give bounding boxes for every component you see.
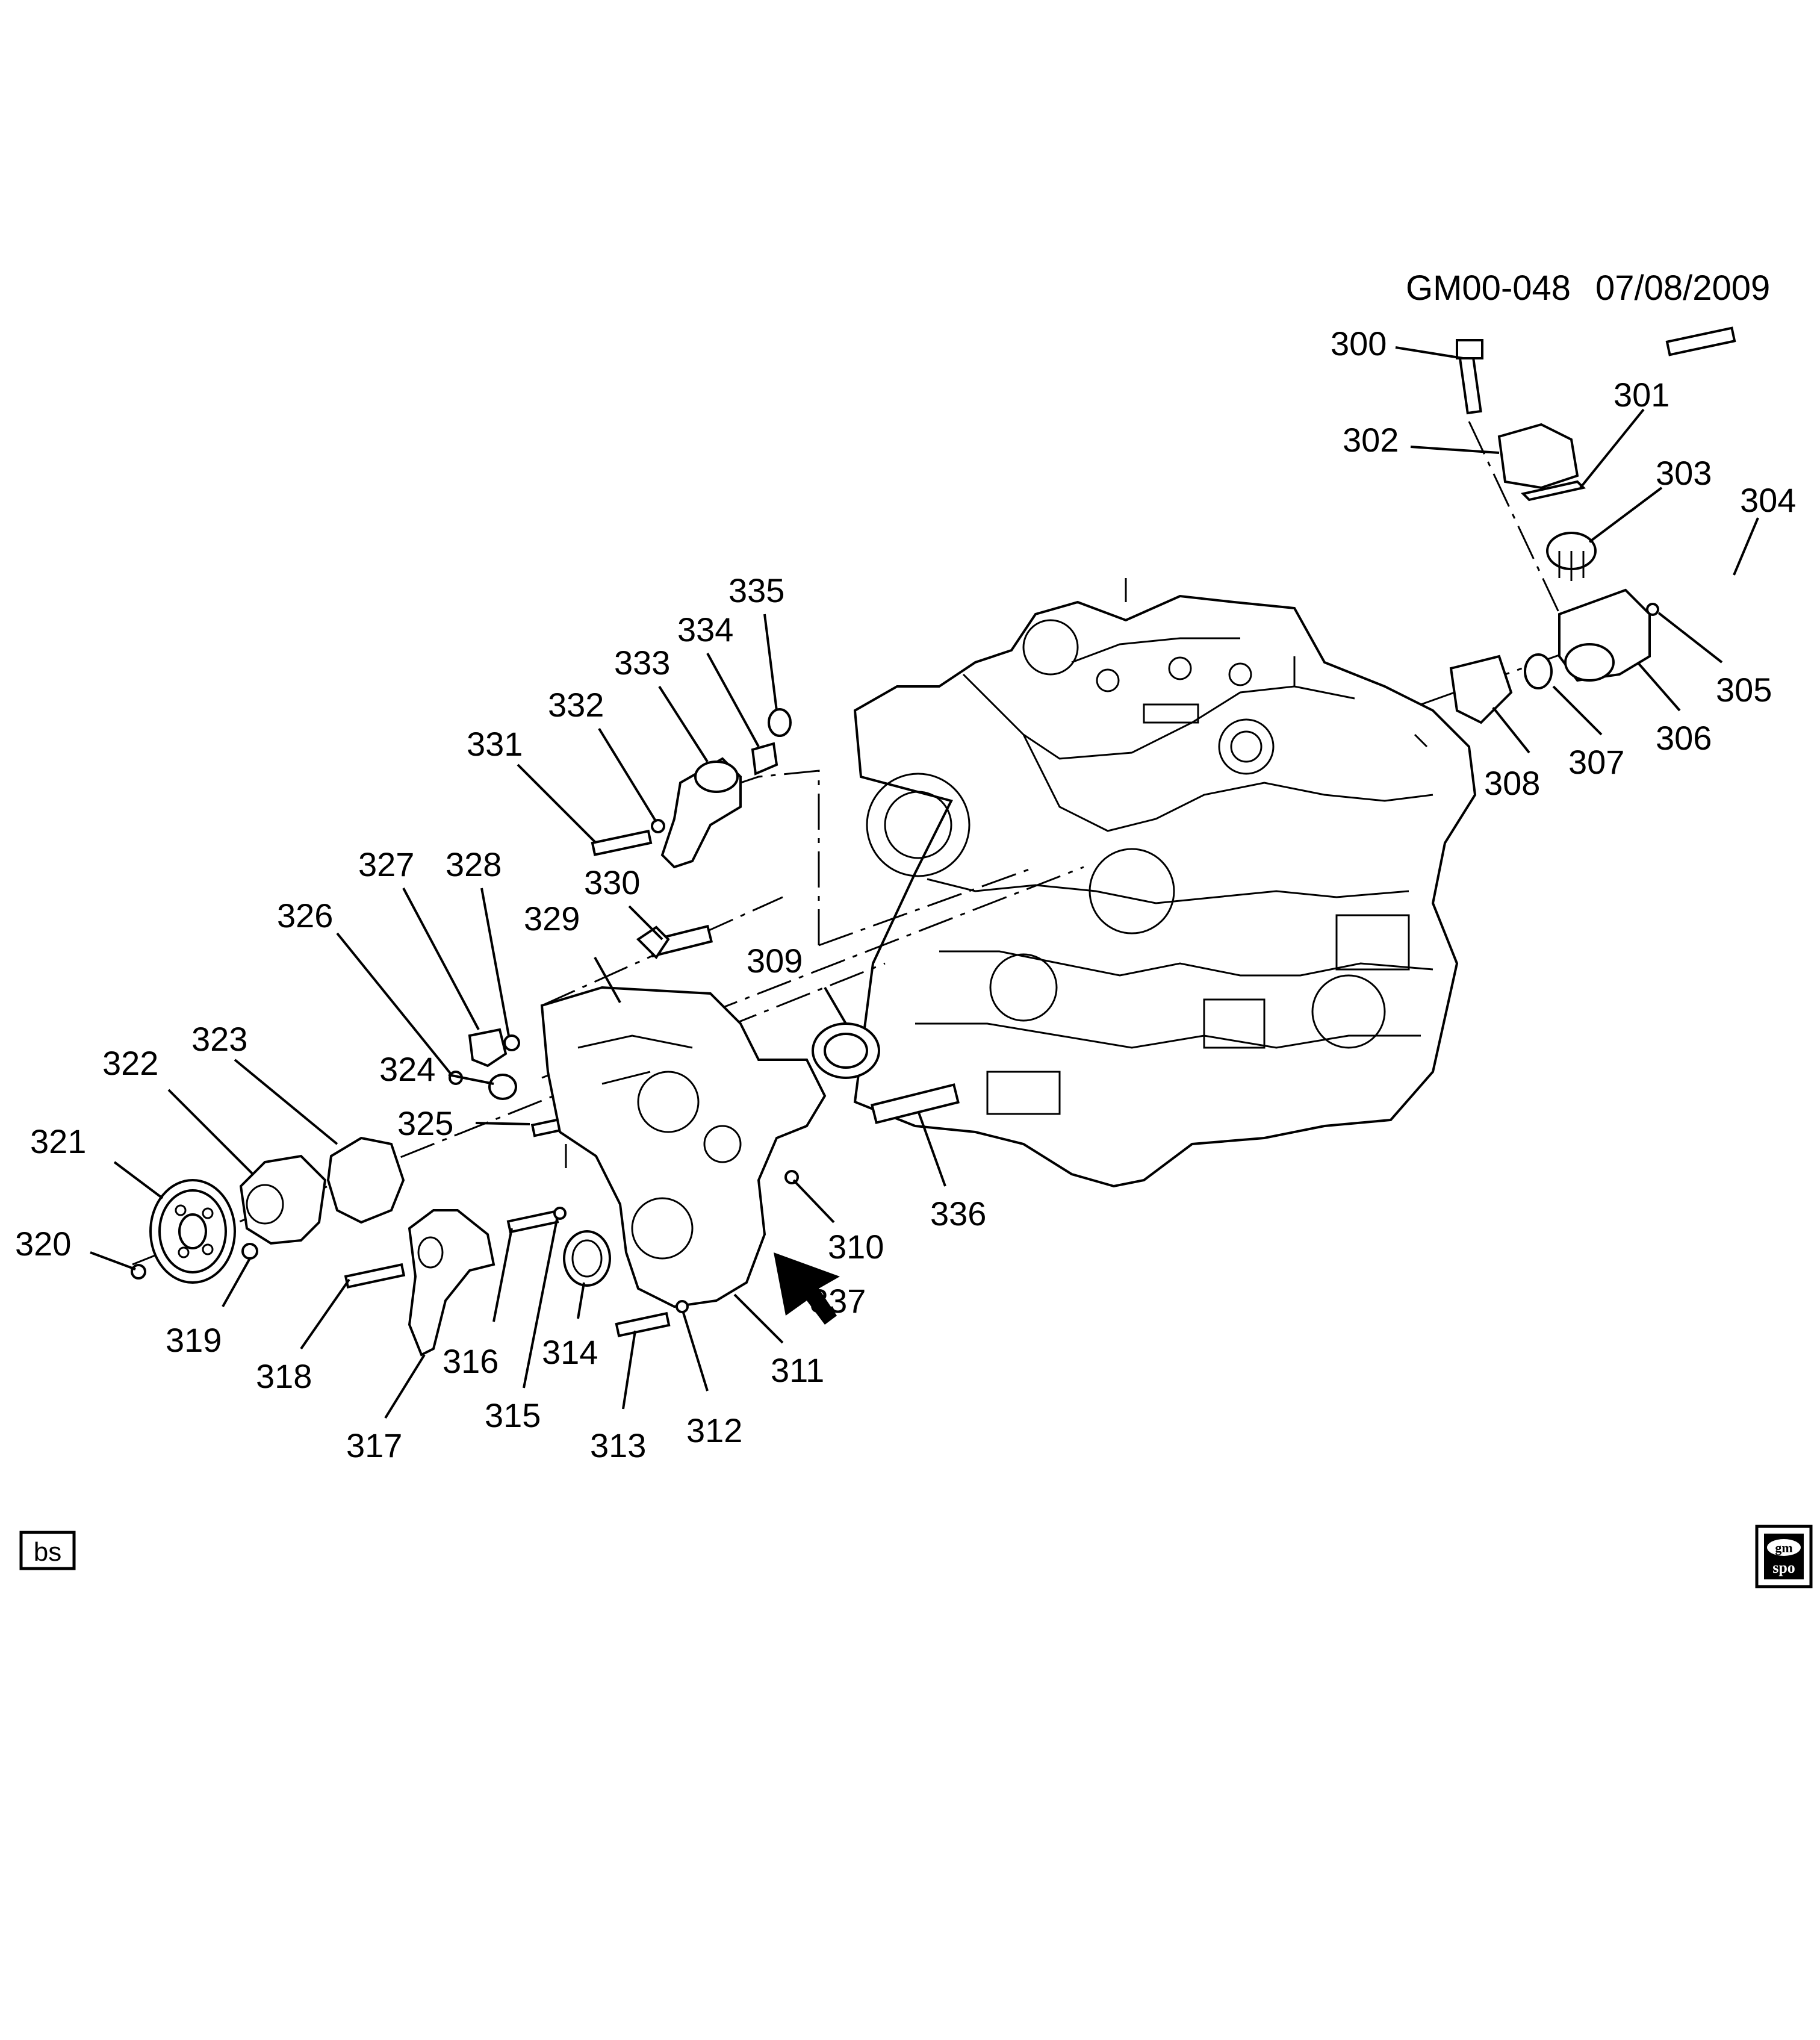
callout-335: 335 xyxy=(728,571,784,609)
thermostat-housing-group xyxy=(1449,326,1736,724)
callout-312: 312 xyxy=(686,1411,742,1449)
callout-336: 336 xyxy=(930,1195,986,1233)
callout-328: 328 xyxy=(446,845,502,883)
callout-320: 320 xyxy=(15,1225,71,1263)
callout-306: 306 xyxy=(1656,719,1712,757)
callout-324: 324 xyxy=(379,1050,435,1088)
diagram-date: 07/08/2009 xyxy=(1595,269,1770,308)
callout-313: 313 xyxy=(590,1426,646,1464)
callout-300: 300 xyxy=(1331,325,1387,362)
callout-326: 326 xyxy=(277,897,333,934)
callout-319: 319 xyxy=(166,1321,222,1359)
callout-304: 304 xyxy=(1740,481,1796,519)
callout-331: 331 xyxy=(467,725,523,763)
callout-303: 303 xyxy=(1656,454,1712,492)
callout-327: 327 xyxy=(358,845,414,883)
gm-spo-logo: gm spo xyxy=(1755,1525,1813,1588)
bs-badge: bs xyxy=(19,1531,76,1570)
callout-307: 307 xyxy=(1568,743,1624,781)
diagram-id: GM00-048 xyxy=(1406,269,1571,308)
callout-325: 325 xyxy=(397,1104,453,1142)
callout-318: 318 xyxy=(256,1357,312,1395)
callout-317: 317 xyxy=(346,1426,402,1464)
callout-323: 323 xyxy=(191,1020,247,1058)
engine-assembly xyxy=(853,578,1477,1188)
callout-337: 337 xyxy=(810,1282,866,1320)
callout-314: 314 xyxy=(542,1333,598,1371)
callout-321: 321 xyxy=(30,1122,86,1160)
callout-301: 301 xyxy=(1613,376,1669,414)
direction-arrow-icon xyxy=(774,1252,840,1325)
callout-334: 334 xyxy=(677,611,733,648)
logo-spo-text: spo xyxy=(1772,1559,1795,1576)
callout-332: 332 xyxy=(548,686,604,724)
callout-329: 329 xyxy=(524,900,580,938)
callout-309: 309 xyxy=(747,942,803,980)
leader-lines xyxy=(90,346,1759,1419)
callout-333: 333 xyxy=(614,644,670,682)
callout-316: 316 xyxy=(443,1342,498,1380)
callout-322: 322 xyxy=(102,1044,158,1082)
callout-310: 310 xyxy=(828,1228,884,1266)
bs-badge-label: bs xyxy=(34,1537,61,1567)
front-cover-group xyxy=(449,708,960,1325)
logo-gm-text: gm xyxy=(1775,1540,1792,1555)
callout-311: 311 xyxy=(771,1351,824,1389)
callout-330: 330 xyxy=(584,863,640,901)
callout-315: 315 xyxy=(485,1396,541,1434)
callout-308: 308 xyxy=(1484,764,1540,802)
callout-305: 305 xyxy=(1716,671,1772,709)
callout-labels: 300 301 302 303 304 305 306 307 308 309 … xyxy=(15,325,1796,1464)
callout-302: 302 xyxy=(1343,421,1399,459)
water-pump-group xyxy=(131,1136,689,1357)
